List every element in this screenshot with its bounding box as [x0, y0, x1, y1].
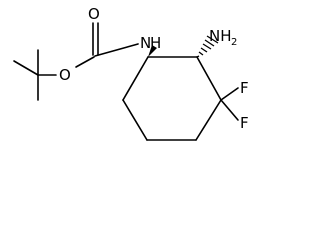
hash-bond-stroke [196, 55, 200, 58]
bond-c3-fluorine-2 [220, 99, 239, 121]
hash-bond-c2-amine [196, 35, 219, 58]
bond-c3-fluorine-1 [220, 87, 239, 101]
wedge-bond-c1-nitrogen [148, 45, 157, 57]
structure-canvas: O O N H NH 2 F F [13, 5, 249, 141]
hash-bond-stroke [198, 51, 204, 56]
hash-bond-stroke [204, 39, 215, 47]
atom-label-ester-oxygen: O [59, 66, 71, 84]
bond-ring-c3-c4 [195, 99, 222, 141]
atom-label-amine: NH [209, 27, 232, 45]
atom-label-fluorine-1: F [240, 79, 249, 97]
bond-ring-c2-c3 [196, 56, 222, 101]
hash-bond-stroke [206, 35, 219, 44]
bond-ring-c6-c1 [122, 56, 149, 101]
bond-tbu-methyl-left [13, 60, 39, 76]
atom-label-carbamate-hydrogen: H [150, 34, 161, 52]
atom-label-carbonyl-oxygen: O [88, 5, 100, 23]
bond-carbonyl-to-nitrogen [94, 43, 139, 57]
atom-label-amine-subscript: 2 [231, 37, 237, 48]
bond-ring-c5-c6 [122, 99, 148, 141]
hash-bond-stroke [202, 43, 212, 50]
bond-lines [13, 22, 239, 141]
hash-bond-stroke [200, 47, 208, 53]
molecule-drawing: O O N H NH 2 F F [13, 5, 249, 141]
bond-oxygen-to-carbonyl [75, 56, 95, 68]
atom-label-carbamate-nitrogen: N [140, 34, 151, 52]
atom-label-fluorine-2: F [240, 114, 249, 132]
